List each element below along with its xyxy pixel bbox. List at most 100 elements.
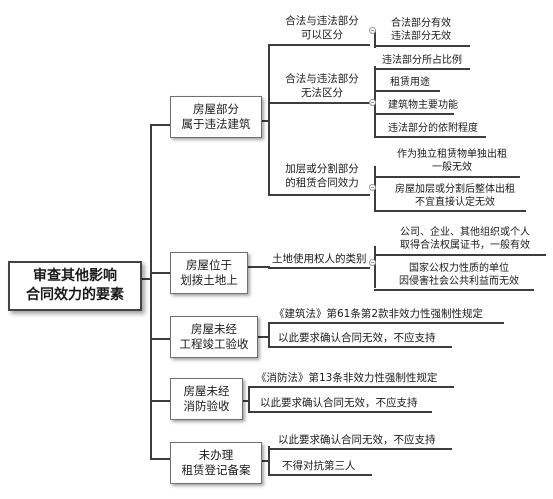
leaf-legal-part-valid[interactable]: 合法部分有效 违法部分无效 — [380, 17, 462, 43]
connector — [150, 338, 170, 340]
topic-label-line: 以此要求确认合同无效，不应支持 — [260, 397, 418, 409]
connector — [374, 30, 376, 48]
topic-label-line: 加层或分割部分 — [285, 163, 359, 175]
leaf-attachment-degree[interactable]: 违法部分的依附程度 — [388, 122, 478, 135]
root-title-line-2: 合同效力的要素 — [26, 287, 124, 303]
leaf-illegal-ratio[interactable]: 违法部分所占比例 — [382, 54, 462, 67]
branch-illegal-building[interactable]: 房屋部分 属于违法建筑 — [170, 96, 262, 138]
leaf-whole-lease[interactable]: 房屋加层或分割后整体出租 不宜直接认定无效 — [384, 183, 526, 209]
leaf-label-line: 租赁用途 — [390, 77, 430, 88]
leaf-label-line: 建筑物主要功能 — [388, 100, 458, 111]
topic-no-third-party[interactable]: 不得对抗第三人 — [282, 459, 356, 473]
topic-underline — [248, 411, 432, 413]
branch-label-line: 房屋位于 — [186, 258, 232, 272]
leaf-underline — [374, 68, 470, 70]
branch-completion-acceptance[interactable]: 房屋未经 工程竣工验收 — [170, 316, 258, 358]
branch-label-line: 未办理 — [198, 448, 234, 462]
topic-not-supported[interactable]: 以此要求确认合同无效，不应支持 — [260, 396, 418, 410]
topic-label-line: 的租赁合同效力 — [285, 177, 359, 189]
topic-label-line: 合法与违法部分 — [285, 73, 359, 85]
topic-underline — [268, 448, 452, 450]
connector — [268, 322, 270, 346]
topic-label-line: 土地使用权人的类别 — [272, 253, 367, 265]
connector — [150, 272, 170, 274]
leaf-underline — [374, 289, 534, 291]
topic-label-line: 以此要求确认合同无效，不应支持 — [278, 332, 436, 344]
topic-not-supported[interactable]: 以此要求确认合同无效，不应支持 — [278, 331, 436, 345]
leaf-underline — [374, 176, 520, 178]
leaf-company-valid[interactable]: 公司、企业、其他组织或个人 取得合法权属证书，一般有效 — [384, 226, 546, 252]
topic-label-line: 以此要求确认合同无效，不应支持 — [278, 434, 436, 446]
branch-label-line: 工程竣工验收 — [179, 337, 249, 351]
leaf-independent-lease[interactable]: 作为独立租赁物单独出租 一般无效 — [384, 148, 520, 174]
leaf-label-line: 违法部分无效 — [391, 31, 451, 42]
connector — [258, 336, 269, 338]
connector — [150, 458, 170, 460]
leaf-underline — [374, 113, 454, 115]
topic-underline — [268, 44, 370, 46]
leaf-underline — [374, 136, 486, 138]
collapse-icon[interactable] — [369, 184, 376, 191]
topic-land-user-type[interactable]: 土地使用权人的类别 — [272, 252, 367, 266]
branch-fire-acceptance[interactable]: 房屋未经 消防验收 — [170, 378, 243, 420]
root-topic[interactable]: 审查其他影响 合同效力的要素 — [8, 261, 142, 311]
leaf-label-line: 公司、企业、其他组织或个人 — [400, 227, 530, 238]
connector — [150, 400, 170, 402]
topic-underline — [268, 346, 452, 348]
leaf-label-line: 不宜直接认定无效 — [415, 197, 495, 208]
topic-fire-law[interactable]: 《消防法》第13条非效力性强制性规定 — [256, 371, 437, 385]
connector — [248, 266, 270, 268]
topic-label-line: 合法与违法部分 — [285, 15, 359, 27]
branch-label-line: 属于违法建筑 — [181, 117, 251, 131]
branch-allocated-land[interactable]: 房屋位于 划拨土地上 — [170, 252, 248, 294]
collapse-icon[interactable] — [369, 27, 376, 34]
branch-label-line: 房屋未经 — [183, 384, 230, 398]
topic-underline — [268, 474, 372, 476]
connector — [262, 460, 269, 462]
branch-label-line: 划拨土地上 — [180, 273, 238, 287]
topic-label-line: 《建筑法》第61条第2款非效力性强制性规定 — [274, 308, 484, 320]
connector — [248, 386, 250, 412]
topic-label-line: 可以区分 — [301, 29, 343, 41]
leaf-main-function[interactable]: 建筑物主要功能 — [388, 99, 458, 112]
collapse-icon[interactable] — [369, 259, 376, 266]
leaf-underline — [374, 254, 546, 256]
topic-inseparable[interactable]: 合法与违法部分 无法区分 — [276, 72, 368, 100]
leaf-label-line: 违法部分的依附程度 — [388, 123, 478, 134]
leaf-label-line: 违法部分所占比例 — [382, 55, 462, 66]
root-title-line-1: 审查其他影响 — [33, 268, 117, 284]
leaf-label-line: 合法部分有效 — [391, 18, 451, 29]
branch-label-line: 房屋未经 — [191, 322, 237, 336]
leaf-label-line: 取得合法权属证书，一般有效 — [400, 240, 530, 251]
topic-added-floor[interactable]: 加层或分割部分 的租赁合同效力 — [276, 162, 368, 190]
leaf-label-line: 房屋加层或分割后整体出租 — [395, 184, 515, 195]
branch-lease-registration[interactable]: 未办理 租赁登记备案 — [170, 442, 262, 484]
topic-underline — [268, 102, 370, 104]
connector — [142, 278, 151, 280]
leaf-label-line: 一般无效 — [432, 162, 472, 173]
topic-underline — [268, 322, 504, 324]
topic-separable[interactable]: 合法与违法部分 可以区分 — [276, 14, 368, 42]
topic-underline — [248, 386, 454, 388]
leaf-lease-purpose[interactable]: 租赁用途 — [390, 76, 430, 89]
topic-label-line: 《消防法》第13条非效力性强制性规定 — [256, 372, 438, 384]
branch-label-line: 消防验收 — [183, 399, 230, 413]
leaf-label-line: 国家公权力性质的单位 — [409, 263, 509, 274]
connector — [243, 400, 249, 402]
connector — [374, 246, 376, 288]
topic-construction-law[interactable]: 《建筑法》第61条第2款非效力性强制性规定 — [274, 307, 483, 321]
collapse-icon[interactable] — [369, 99, 376, 106]
branch-label-line: 租赁登记备案 — [181, 463, 251, 477]
leaf-underline — [374, 90, 440, 92]
topic-underline — [268, 194, 370, 196]
topic-not-supported[interactable]: 以此要求确认合同无效，不应支持 — [278, 433, 436, 447]
leaf-underline — [374, 45, 470, 47]
leaf-state-entity-invalid[interactable]: 国家公权力性质的单位 因侵害社会公共利益而无效 — [384, 262, 534, 288]
leaf-label-line: 作为独立租赁物单独出租 — [397, 149, 507, 160]
connector — [262, 120, 269, 122]
topic-underline — [268, 267, 370, 269]
connector — [150, 124, 170, 126]
leaf-underline — [374, 210, 526, 212]
connector — [150, 124, 152, 458]
